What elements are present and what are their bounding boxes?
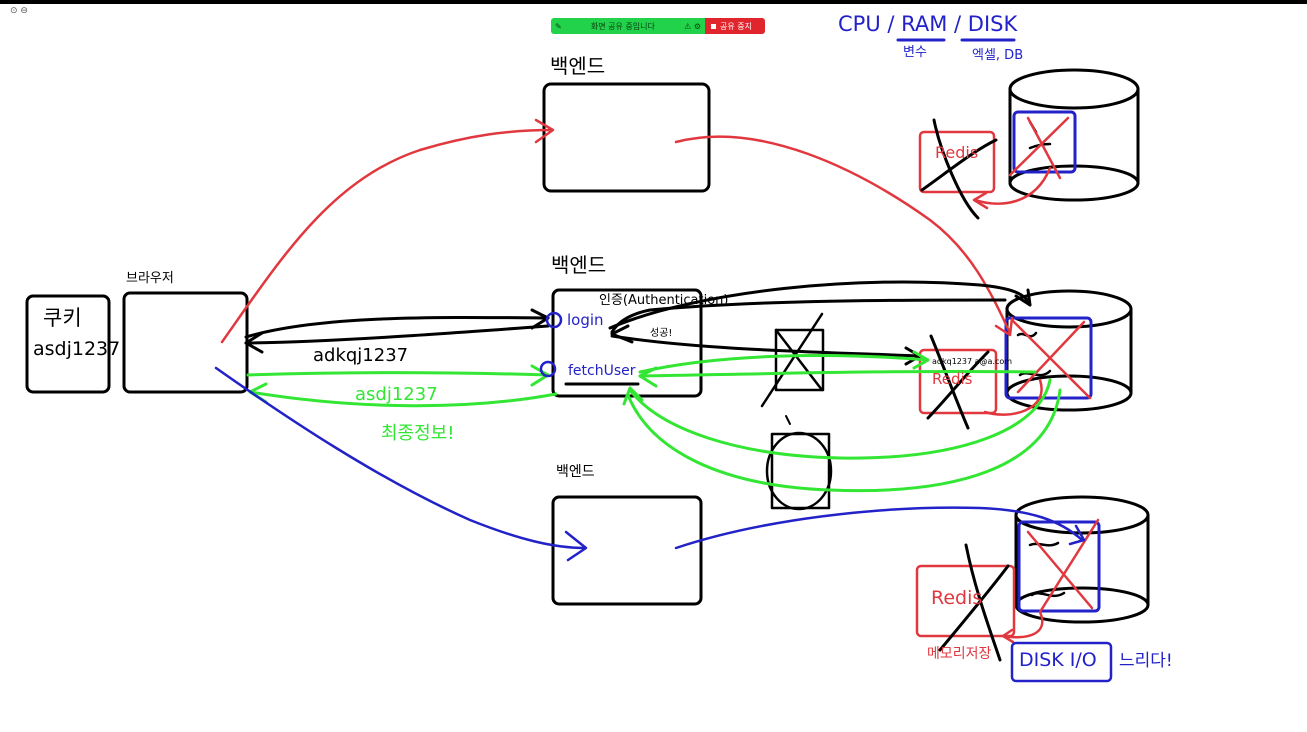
memory-store-label: 메모리저장 [927, 646, 992, 662]
cookie-box [25, 294, 111, 394]
excel-db-label: 엑셀, DB [972, 48, 1024, 63]
crossed-box [774, 328, 825, 392]
green-fetchuser-to-redis [638, 354, 930, 374]
stop-icon [711, 23, 716, 29]
redis-bottom-label: Redis [931, 587, 983, 609]
db-bottom-inner-marks [1028, 541, 1066, 598]
db-mid-red-cross [1010, 318, 1092, 400]
pin-icon: ✎ [555, 21, 562, 31]
green-db-to-fetchuser-loop2 [626, 388, 1062, 493]
redis-bottom-box [915, 564, 1016, 638]
token-black-label: adkqj1237 [313, 345, 409, 366]
window-top-border [0, 0, 1307, 4]
redis-top-black-cross [920, 118, 998, 220]
db-bottom-cylinder [1014, 495, 1150, 624]
circle-square-box [770, 432, 831, 510]
slow-label: 느리다! [1119, 651, 1173, 671]
fetchuser-marker-icon [539, 360, 557, 378]
backend-mid-title: 백엔드 [551, 253, 607, 277]
browser-title: 브라우저 [126, 271, 174, 286]
login-marker-icon [545, 311, 563, 329]
token-green-label: asdj1237 [355, 384, 438, 405]
redis-mid-black-cross [926, 334, 990, 430]
disk-io-box [1010, 641, 1113, 683]
black-db-to-login [610, 298, 1007, 334]
crossed-box-x [760, 312, 824, 408]
db-bottom-red-cross [1026, 518, 1100, 614]
backend-top-box [542, 82, 711, 193]
backend-top-title: 백엔드 [550, 54, 606, 78]
cookie-title: 쿠키 [43, 306, 82, 330]
red-db-to-redis-top [973, 166, 1052, 205]
backend-bottom-title: 백엔드 [556, 464, 595, 480]
blue-backend-to-db [674, 506, 1084, 550]
green-backend-to-browser [248, 390, 558, 408]
db-mid-cylinder [1005, 289, 1133, 412]
db-top-red-cross [1008, 116, 1070, 180]
screen-share-bar: ✎ 화면 공유 중입니다 ⚠ ⚙ 공유 중지 [551, 18, 765, 34]
cookie-value: asdj1237 [33, 338, 121, 360]
redis-top-box [918, 130, 996, 194]
redis-row-label: adkq1237 a@a.com [932, 357, 1013, 366]
black-login-to-redis [610, 334, 922, 358]
db-mid-inner-box [1004, 316, 1093, 400]
success-label: 성공! [650, 328, 673, 339]
db-bottom-inner-box [1017, 520, 1101, 613]
disk-io-label: DISK I/O [1019, 649, 1097, 671]
black-login-to-browser [244, 324, 550, 345]
backend-bottom-box [551, 495, 703, 606]
cursor-mark-icon [785, 415, 791, 425]
auth-label: 인증(Authentication) [599, 293, 729, 308]
share-status: ✎ 화면 공유 중입니다 ⚠ ⚙ [551, 18, 705, 34]
redis-mid-box [918, 348, 998, 415]
red-browser-to-backend [220, 128, 554, 344]
redis-bottom-black-cross [938, 543, 1010, 662]
redis-mid-label: Redis [932, 370, 973, 388]
blue-browser-to-backend-bottom [214, 366, 587, 550]
stop-share-label: 공유 중지 [720, 21, 752, 31]
redis-top-label: Redis [935, 143, 979, 162]
share-controls-icon[interactable]: ⚠ ⚙ [684, 21, 701, 31]
login-label: login [567, 311, 604, 329]
final-info-label: 최종정보! [381, 423, 455, 444]
green-browser-to-fetchuser [246, 371, 550, 377]
green-db-to-fetchuser-loop1 [628, 378, 1052, 460]
share-status-text: 화면 공유 중입니다 [590, 21, 655, 31]
fetchuser-label: fetchUser [568, 363, 636, 379]
stop-share-button[interactable]: 공유 중지 [705, 18, 765, 34]
db-top-inner-box [1012, 110, 1077, 174]
circle-square-ellipse [765, 431, 833, 511]
window-controls-icon[interactable]: ⊙ ⊖ [10, 6, 28, 16]
green-redis-to-fetchuser [638, 369, 1037, 378]
variable-label: 변수 [903, 45, 927, 60]
red-db-to-redis-mid [983, 378, 1043, 416]
red-db-to-redis-bottom [1002, 610, 1044, 639]
black-browser-to-login [244, 315, 550, 339]
resources-label: CPU / RAM / DISK [838, 12, 1018, 36]
